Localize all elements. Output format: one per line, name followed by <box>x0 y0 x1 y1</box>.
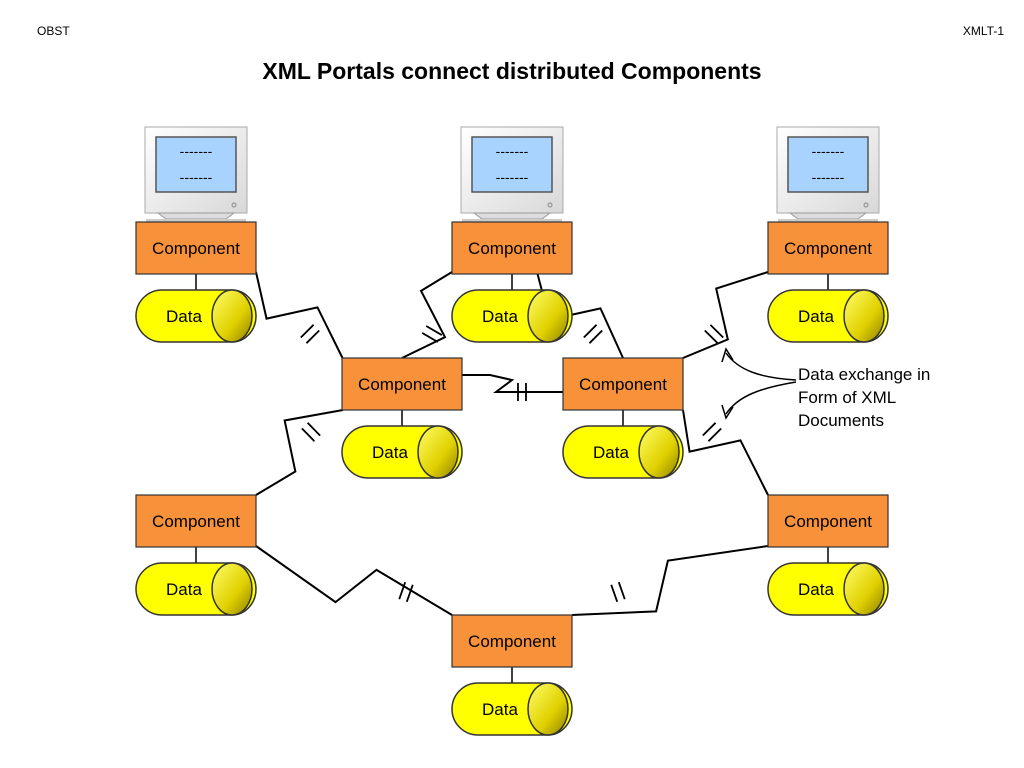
component-label: Component <box>784 239 872 258</box>
data-store-top-center: Data <box>451 289 573 343</box>
link-br-bc <box>571 545 769 616</box>
link-ml-mr <box>462 374 563 393</box>
data-cylinder-cap <box>843 289 885 343</box>
monitor-screen-text: ------- <box>812 169 845 185</box>
component-label: Component <box>152 239 240 258</box>
data-store-bottom-right: Data <box>767 562 889 616</box>
data-store-top-right: Data <box>767 289 889 343</box>
link-mr-br <box>682 409 769 496</box>
monitor-icon: ------- ------- <box>776 126 880 222</box>
annotation-arrow-lower <box>725 381 797 415</box>
data-cylinder-cap <box>211 289 253 343</box>
data-label: Data <box>372 443 408 462</box>
component-label: Component <box>579 375 667 394</box>
annotation-arrowhead-lower <box>721 404 734 420</box>
component-box-bottom-center <box>451 614 573 668</box>
link-ml-mr-portal-ticks <box>517 383 527 401</box>
monitor-screen-text: ------- <box>180 169 213 185</box>
header-right-label: XMLT-1 <box>962 24 1004 38</box>
link-tc-mr-portal-ticks <box>583 324 603 344</box>
annotation-text: Data exchange in Form of XML Documents <box>798 363 998 432</box>
header-left-label: OBST <box>37 24 70 38</box>
annotation-line-1: Data exchange in <box>798 365 931 384</box>
component-box-mid-right <box>562 357 684 411</box>
monitor-screen-text: ------- <box>812 143 845 159</box>
link-tc-ml <box>401 271 453 359</box>
data-label: Data <box>166 580 202 599</box>
data-cylinder-cap <box>527 289 569 343</box>
link-tl-ml-portal-ticks <box>300 324 320 344</box>
component-box-bottom-left <box>135 494 257 548</box>
link-ml-bl <box>255 409 344 496</box>
monitor-screen-text: ------- <box>180 143 213 159</box>
component-box-mid-left <box>341 357 463 411</box>
link-tc-ml-portal-ticks <box>421 325 443 343</box>
nodes-layer: --------------ComponentData-------------… <box>135 126 889 736</box>
annotation-arrows <box>721 347 797 420</box>
data-label: Data <box>798 580 834 599</box>
component-label: Component <box>358 375 446 394</box>
monitor-icon: ------- ------- <box>144 126 248 222</box>
annotation-arrowhead-upper <box>721 347 734 363</box>
data-cylinder-cap <box>211 562 253 616</box>
link-mr-br-portal-ticks <box>702 422 722 442</box>
link-br-bc-portal-ticks <box>610 581 626 603</box>
data-store-bottom-left: Data <box>135 562 257 616</box>
link-tl-ml <box>255 271 344 360</box>
annotation-line-2: Form of XML <box>798 388 897 407</box>
component-label: Component <box>152 512 240 531</box>
annotation-arrow-upper <box>725 352 797 381</box>
data-label: Data <box>482 700 518 719</box>
data-label: Data <box>593 443 629 462</box>
link-tr-mr-portal-ticks <box>704 324 724 344</box>
data-label: Data <box>166 307 202 326</box>
link-bl-bc <box>255 545 453 616</box>
component-box-top-right <box>767 221 889 275</box>
data-cylinder-cap <box>527 682 569 736</box>
component-label: Component <box>784 512 872 531</box>
component-box-top-center <box>451 221 573 275</box>
component-box-bottom-right <box>767 494 889 548</box>
data-store-bottom-center: Data <box>451 682 573 736</box>
component-label: Component <box>468 239 556 258</box>
link-ml-bl-portal-ticks <box>301 422 321 442</box>
monitor-icon: ------- ------- <box>460 126 564 222</box>
data-label: Data <box>482 307 518 326</box>
data-cylinder-cap <box>638 425 680 479</box>
page-title: XML Portals connect distributed Componen… <box>262 58 762 84</box>
component-label: Component <box>468 632 556 651</box>
data-label: Data <box>798 307 834 326</box>
data-store-mid-left: Data <box>341 425 463 479</box>
data-cylinder-cap <box>417 425 459 479</box>
data-store-top-left: Data <box>135 289 257 343</box>
monitor-screen-text: ------- <box>496 143 529 159</box>
data-store-mid-right: Data <box>562 425 684 479</box>
component-box-top-left <box>135 221 257 275</box>
monitor-screen-text: ------- <box>496 169 529 185</box>
annotation-line-3: Documents <box>798 411 884 430</box>
link-bl-bc-portal-ticks <box>398 581 414 603</box>
data-cylinder-cap <box>843 562 885 616</box>
link-tr-mr <box>682 271 769 359</box>
